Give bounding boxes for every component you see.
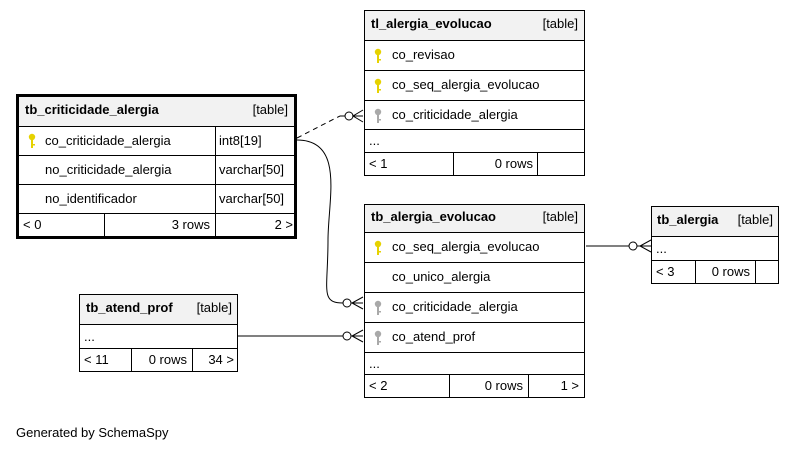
stats-row: < 2 0 rows 1 > xyxy=(365,374,584,397)
table-tl-alergia-evolucao[interactable]: tl_alergia_evolucao [table] co_revisao c… xyxy=(364,10,585,176)
parents-count[interactable]: < 0 xyxy=(23,217,42,232)
table-type: [table] xyxy=(196,300,232,315)
column-row: co_criticidade_alergia int8[19] xyxy=(19,126,294,155)
table-header: tb_atend_prof [table] xyxy=(80,295,237,324)
children-count[interactable]: 34 > xyxy=(208,352,234,367)
primary-key-icon xyxy=(28,133,36,148)
table-name: tb_alergia_evolucao xyxy=(371,209,496,224)
column-row: no_criticidade_alergia varchar[50] xyxy=(19,155,294,184)
row-count: 0 rows xyxy=(711,264,750,279)
primary-key-icon xyxy=(374,48,382,63)
column-row: co_seq_alergia_evolucao xyxy=(365,232,584,262)
table-tb-atend-prof[interactable]: tb_atend_prof [table] ... < 11 0 rows 34… xyxy=(79,294,238,372)
stats-row: < 3 0 rows xyxy=(652,260,778,283)
ellipsis-text: ... xyxy=(369,356,380,371)
table-header: tb_criticidade_alergia [table] xyxy=(19,97,294,126)
ellipsis-row: ... xyxy=(365,129,584,152)
ellipsis-row: ... xyxy=(365,352,584,374)
column-row: co_criticidade_alergia xyxy=(365,292,584,322)
foreign-key-icon xyxy=(374,108,382,123)
link-end-circle xyxy=(342,298,352,308)
stats-row: < 0 3 rows 2 > xyxy=(19,213,294,236)
footer-generated-by: Generated by SchemaSpy xyxy=(16,425,169,440)
table-tb-alergia[interactable]: tb_alergia [table] ... < 3 0 rows xyxy=(651,206,779,284)
column-name: no_identificador xyxy=(45,191,137,206)
primary-key-icon xyxy=(374,240,382,255)
stats-row: < 11 0 rows 34 > xyxy=(80,348,237,371)
ellipsis-text: ... xyxy=(369,133,380,148)
table-tb-criticidade-alergia[interactable]: tb_criticidade_alergia [table] co_critic… xyxy=(16,94,297,239)
row-count: 0 rows xyxy=(148,352,187,367)
ellipsis-row: ... xyxy=(80,324,237,348)
row-count: 0 rows xyxy=(494,156,533,171)
column-row: co_seq_alergia_evolucao xyxy=(365,70,584,100)
ellipsis-row: ... xyxy=(652,236,778,260)
column-row: no_identificador varchar[50] xyxy=(19,184,294,213)
column-type: int8[19] xyxy=(219,133,262,148)
column-name: co_seq_alergia_evolucao xyxy=(392,77,540,92)
column-type: varchar[50] xyxy=(219,162,285,177)
parents-count[interactable]: < 3 xyxy=(656,264,675,279)
column-name: co_criticidade_alergia xyxy=(392,299,518,314)
table-name: tb_criticidade_alergia xyxy=(25,102,159,117)
table-type: [table] xyxy=(542,209,578,224)
column-row: co_unico_alergia xyxy=(365,262,584,292)
parents-count[interactable]: < 11 xyxy=(84,352,109,367)
column-row: co_revisao xyxy=(365,40,584,70)
column-name: no_criticidade_alergia xyxy=(45,162,172,177)
column-name: co_criticidade_alergia xyxy=(392,107,518,122)
column-row: co_criticidade_alergia xyxy=(365,100,584,129)
link-end-circle xyxy=(628,241,638,251)
stats-row: < 1 0 rows xyxy=(365,152,584,175)
column-name: co_criticidade_alergia xyxy=(45,133,171,148)
table-header: tb_alergia_evolucao [table] xyxy=(365,205,584,232)
table-type: [table] xyxy=(737,212,773,227)
column-type: varchar[50] xyxy=(219,191,285,206)
children-count[interactable]: 2 > xyxy=(274,217,293,232)
column-name: co_seq_alergia_evolucao xyxy=(392,239,540,254)
column-row: co_atend_prof xyxy=(365,322,584,352)
column-name: co_revisao xyxy=(392,47,455,62)
parents-count[interactable]: < 1 xyxy=(369,156,388,171)
ellipsis-text: ... xyxy=(656,241,667,256)
table-tb-alergia-evolucao[interactable]: tb_alergia_evolucao [table] co_seq_alerg… xyxy=(364,204,585,398)
children-count[interactable]: 1 > xyxy=(560,378,579,393)
row-count: 3 rows xyxy=(171,217,210,232)
table-type: [table] xyxy=(542,16,578,31)
link-end-circle xyxy=(342,331,352,341)
table-header: tl_alergia_evolucao [table] xyxy=(365,11,584,40)
link-end-circle xyxy=(344,111,354,121)
column-name: co_atend_prof xyxy=(392,329,476,344)
row-count: 0 rows xyxy=(484,378,523,393)
ellipsis-text: ... xyxy=(84,329,95,344)
table-name: tb_atend_prof xyxy=(86,300,173,315)
table-header: tb_alergia [table] xyxy=(652,207,778,236)
link-criticidade-to-tl-evolucao xyxy=(296,115,341,139)
primary-key-icon xyxy=(374,78,382,93)
table-type: [table] xyxy=(252,102,288,117)
table-name: tl_alergia_evolucao xyxy=(371,16,492,31)
column-name: co_unico_alergia xyxy=(392,269,491,284)
foreign-key-icon xyxy=(374,330,382,345)
table-name: tb_alergia xyxy=(657,212,719,227)
link-criticidade-to-alergia-evolucao xyxy=(296,139,344,304)
foreign-key-icon xyxy=(374,300,382,315)
parents-count[interactable]: < 2 xyxy=(369,378,388,393)
